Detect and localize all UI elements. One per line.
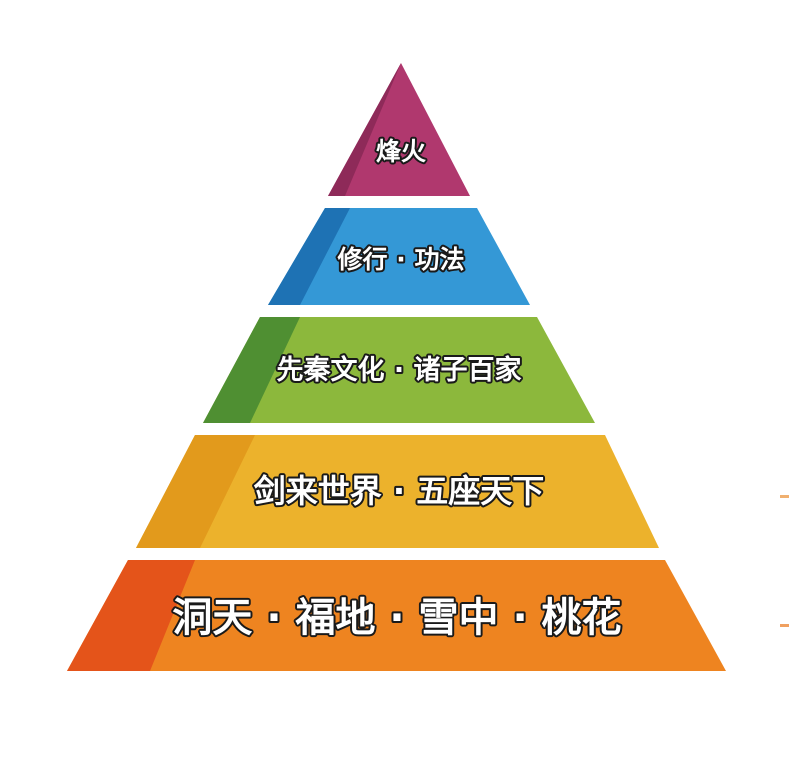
edge-mark-1 — [780, 495, 789, 498]
tier-4-shade — [136, 435, 255, 548]
tier-5-base — [67, 560, 726, 671]
pyramid-tier-shapes — [67, 63, 726, 671]
tier-4-band — [136, 435, 659, 548]
tier-2-label: 修行 · 功法 — [337, 245, 465, 274]
tier-3-label: 先秦文化 · 诸子百家 — [276, 354, 521, 386]
tier-3-band — [203, 317, 595, 423]
tier-1-shade — [328, 63, 401, 196]
tier-5-shade — [67, 560, 195, 671]
tier-4-label: 剑来世界 · 五座天下 — [254, 472, 544, 510]
tier-3-shade — [203, 317, 300, 423]
tier-5-label: 洞天 · 福地 · 雪中 · 桃花 — [172, 595, 621, 641]
tier-1-apex — [328, 63, 470, 196]
edge-mark-2 — [780, 624, 789, 627]
tier-2-shade — [268, 208, 350, 305]
tier-1-label: 烽火 — [376, 137, 426, 166]
pyramid-tier-labels: 烽火 修行 · 功法 先秦文化 · 诸子百家 剑来世界 · 五座天下 洞天 · … — [170, 135, 623, 643]
